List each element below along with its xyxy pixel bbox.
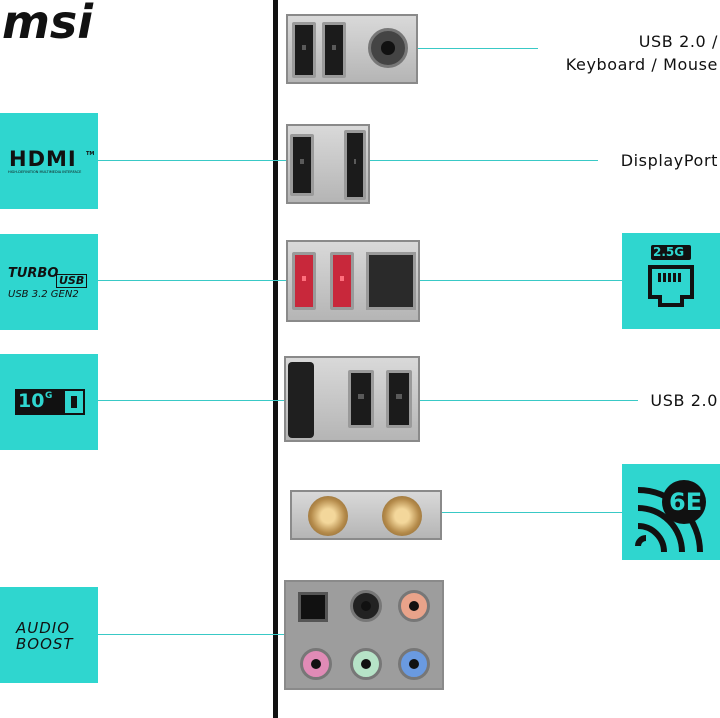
- audio-jack-blue[interactable]: [398, 648, 430, 680]
- wifi-antenna-2[interactable]: [382, 496, 422, 536]
- connector-line-hdmi: [98, 160, 298, 161]
- wifi-6e-text: 6E: [669, 488, 703, 516]
- hdmi-title: HDMI: [9, 147, 77, 171]
- optical-port[interactable]: [298, 592, 328, 622]
- panel-wifi: [290, 490, 442, 540]
- hdmi-subtitle: HIGH-DEFINITION MULTIMEDIA INTERFACE: [8, 170, 82, 174]
- panel-usbc-usb20: [284, 356, 420, 442]
- lan-label-box: [651, 245, 691, 260]
- wifi-icon: [635, 480, 706, 552]
- msi-logo: msi: [2, 0, 94, 44]
- usb2-port-1[interactable]: [292, 22, 316, 78]
- turbo-usb-badge: TURBO USB USB 3.2 GEN2: [0, 234, 98, 330]
- connector-line-usb20: [380, 400, 638, 401]
- displayport-port[interactable]: [344, 130, 366, 200]
- connector-line-usb-ps2: [380, 48, 538, 49]
- 10g-sup: G: [45, 391, 53, 401]
- lan-badge: 2.5G: [622, 233, 720, 329]
- hdmi-badge: HDMI TM HIGH-DEFINITION MULTIMEDIA INTER…: [0, 113, 98, 209]
- connector-line-usb32: [98, 280, 298, 281]
- ps2-port[interactable]: [368, 28, 408, 68]
- panel-hdmi-dp: [286, 124, 370, 204]
- hdmi-port[interactable]: [290, 134, 314, 196]
- lan-port[interactable]: [366, 252, 416, 310]
- usb2-port-2[interactable]: [322, 22, 346, 78]
- usb32-port-2[interactable]: [330, 252, 354, 310]
- divider-bar: [273, 0, 278, 718]
- turbo-text: TURBO: [8, 266, 59, 281]
- ethernet-icon: [648, 265, 694, 307]
- panel-usb32-lan: [286, 240, 420, 322]
- usb-text: USB: [56, 274, 88, 288]
- 10g-badge: 10 G: [0, 354, 98, 450]
- usb32-gen2-text: USB 3.2 GEN2: [8, 289, 79, 300]
- connector-line-wifi: [360, 512, 622, 513]
- connector-line-10g: [98, 400, 298, 401]
- audio-text: AUDIO: [16, 619, 71, 637]
- 10g-frame: [15, 389, 85, 415]
- connector-line-displayport: [350, 160, 598, 161]
- label-usb-ps2: USB 2.0 / Keyboard / Mouse: [520, 30, 718, 76]
- usb32-port-1[interactable]: [292, 252, 316, 310]
- label-displayport: DisplayPort: [620, 151, 718, 170]
- usb20-port-3[interactable]: [348, 370, 374, 428]
- audio-jack-green[interactable]: [350, 648, 382, 680]
- label-usb-ps2-line1: USB 2.0 /: [638, 32, 718, 51]
- lan-label-text: 2.5G: [653, 245, 685, 259]
- connector-line-audio: [98, 634, 368, 635]
- panel-usb-ps2: [286, 14, 418, 84]
- logo-text: msi: [2, 0, 94, 44]
- 10g-text: 10: [18, 390, 45, 412]
- wifi-antenna-1[interactable]: [308, 496, 348, 536]
- wifi-badge: 6E: [622, 464, 720, 560]
- boost-text: BOOST: [16, 635, 74, 653]
- connector-line-lan: [390, 280, 622, 281]
- label-usb20: USB 2.0: [650, 391, 718, 410]
- audio-jack-black[interactable]: [350, 590, 382, 622]
- audio-jack-pink[interactable]: [300, 648, 332, 680]
- label-usb-ps2-line2: Keyboard / Mouse: [565, 55, 718, 74]
- audio-jack-orange[interactable]: [398, 590, 430, 622]
- usb20-port-4[interactable]: [386, 370, 412, 428]
- usb-c-port[interactable]: [288, 362, 314, 438]
- panel-audio: [284, 580, 444, 690]
- audio-boost-badge: AUDIO BOOST: [0, 587, 98, 683]
- hdmi-tm: TM: [86, 151, 95, 157]
